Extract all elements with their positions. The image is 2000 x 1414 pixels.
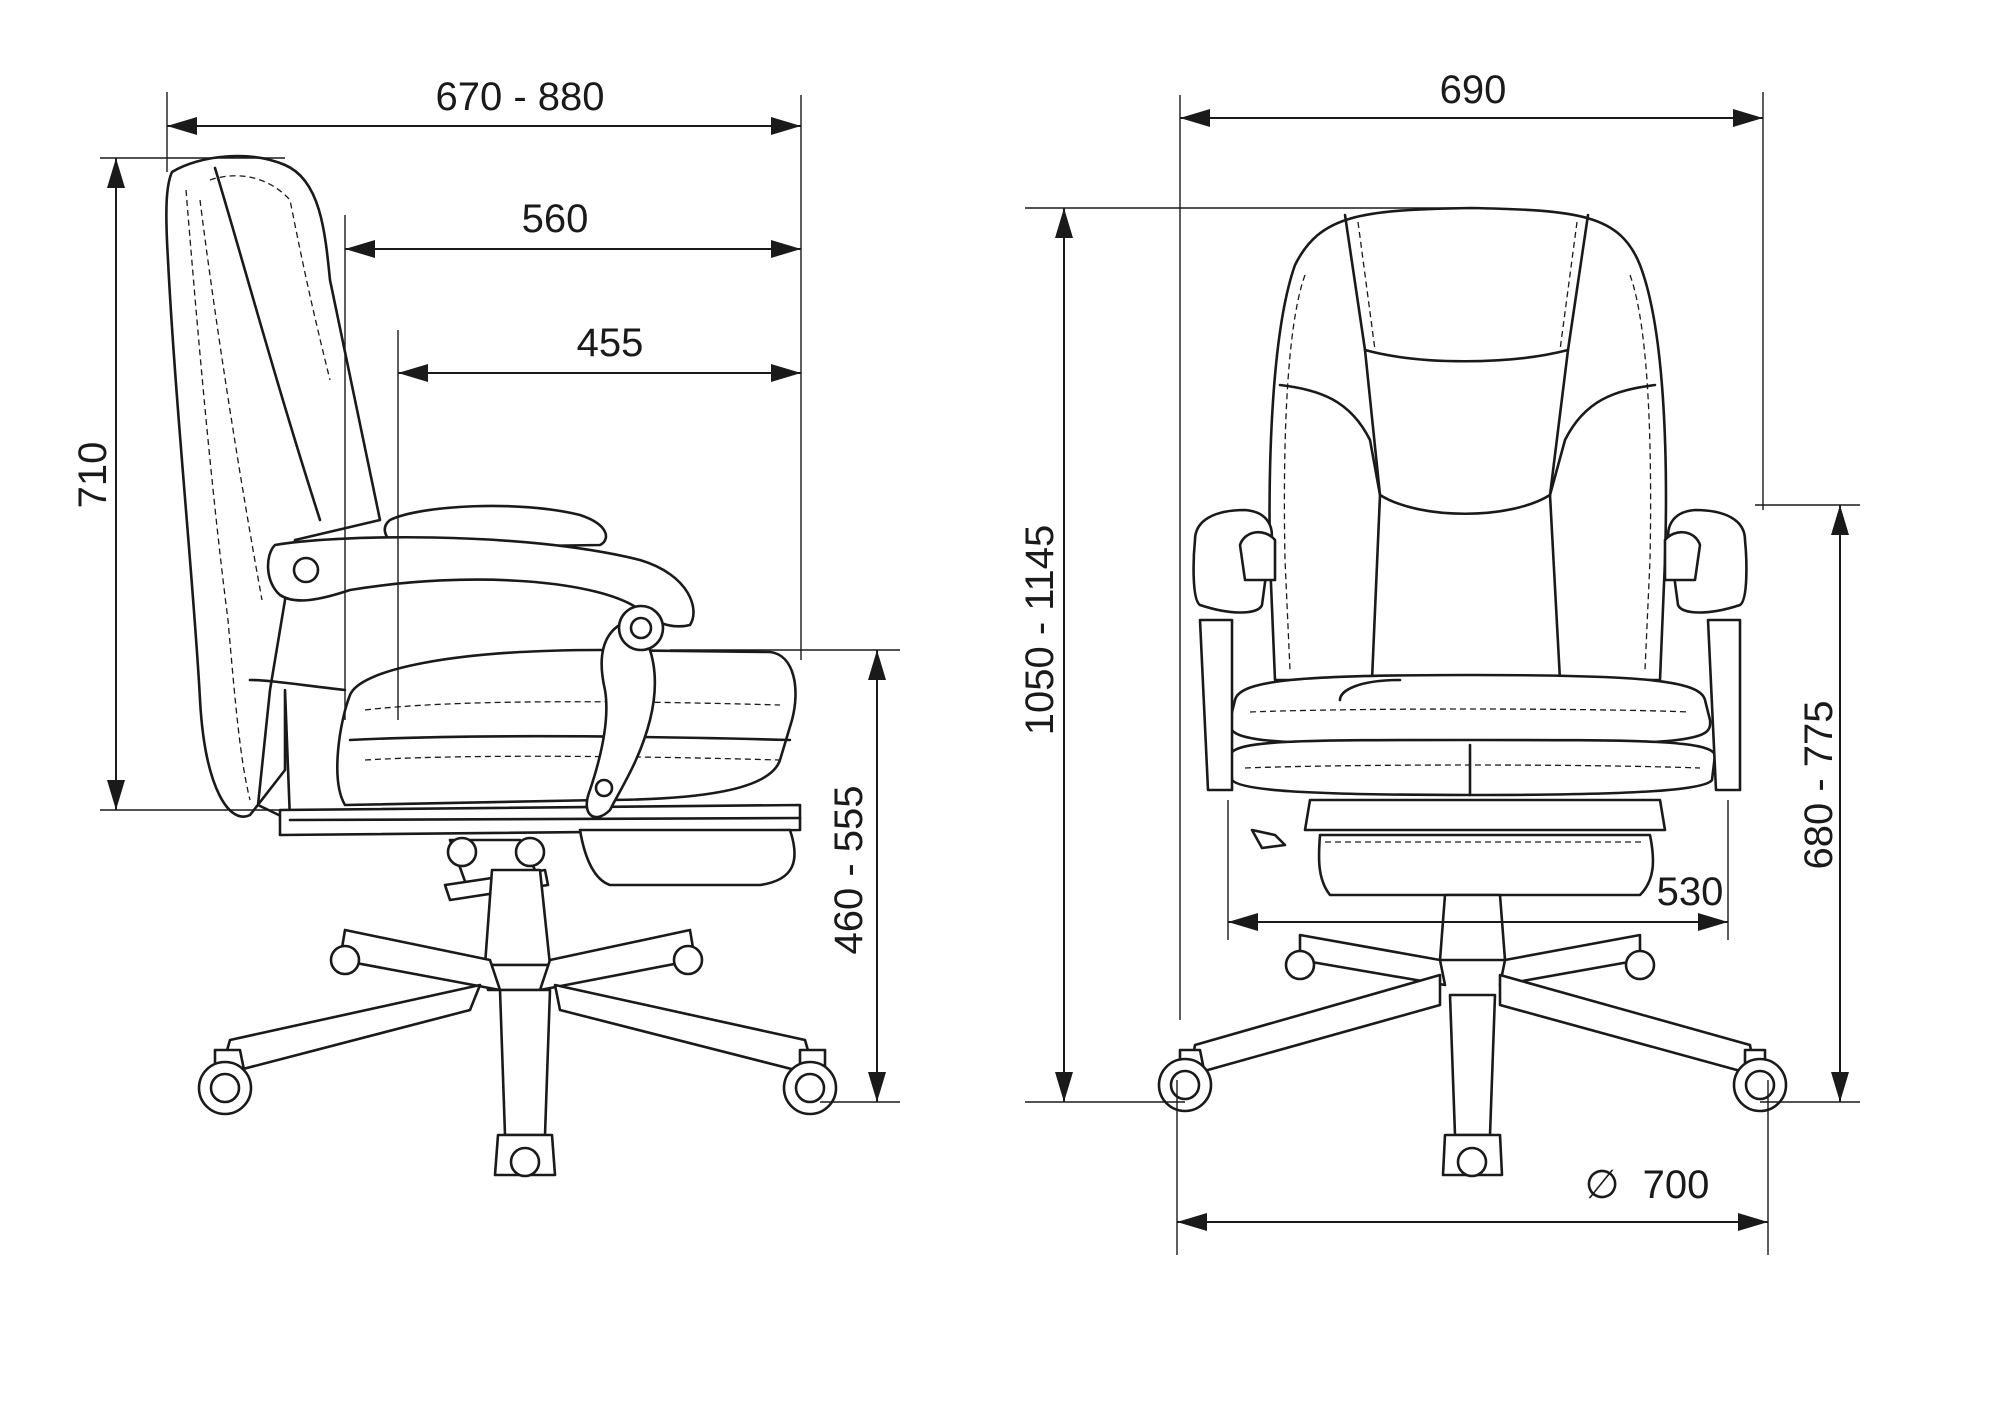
front-seat-width-label: 530 bbox=[1657, 870, 1724, 914]
side-backrest-height-dim-arrow-start bbox=[107, 158, 125, 188]
side-seat-height-label: 460 - 555 bbox=[827, 785, 871, 954]
side-backrest-height-label: 710 bbox=[71, 442, 115, 509]
side-seat-height-dim-arrow-start bbox=[868, 650, 886, 680]
side-backrest-height-dim-arrow-end bbox=[107, 780, 125, 810]
front-width-dim-arrow-end bbox=[1733, 109, 1763, 127]
front-armrest-height-dim-arrow-end bbox=[1831, 1072, 1849, 1102]
front-armrest-height-label: 680 - 775 bbox=[1797, 700, 1841, 869]
front-width-label: 690 bbox=[1440, 68, 1507, 112]
side-seat-depth-dim-arrow-end bbox=[771, 364, 801, 382]
front-width-dim-arrow-start bbox=[1180, 109, 1210, 127]
front-total-height-dim-arrow-end bbox=[1055, 1072, 1073, 1102]
side-total-depth-dim-arrow-end bbox=[771, 117, 801, 135]
dimension-lines bbox=[100, 92, 1860, 1255]
front-seat-width-dim-arrow-end bbox=[1698, 913, 1728, 931]
front-base-diameter-label: 700 bbox=[1643, 1163, 1710, 1207]
side-mid-depth-label: 560 bbox=[522, 197, 589, 241]
side-seat-depth-label: 455 bbox=[577, 321, 644, 365]
front-seat-width-dim-arrow-start bbox=[1228, 913, 1258, 931]
side-view-chair bbox=[165, 154, 838, 1178]
diameter-symbol: ∅ bbox=[1585, 1163, 1620, 1207]
side-mid-depth-dim-arrow-start bbox=[345, 240, 375, 258]
front-total-height-dim-arrow-start bbox=[1055, 208, 1073, 238]
side-mid-depth-dim-arrow-end bbox=[771, 240, 801, 258]
front-base-diameter-dim-arrow-end bbox=[1738, 1213, 1768, 1231]
side-total-depth-label: 670 - 880 bbox=[435, 75, 604, 119]
front-base-diameter-dim-arrow-start bbox=[1177, 1213, 1207, 1231]
side-seat-depth-dim-arrow-start bbox=[398, 364, 428, 382]
front-view-chair bbox=[1157, 206, 1788, 1178]
front-armrest-height-dim-arrow-start bbox=[1831, 505, 1849, 535]
front-total-height-label: 1050 - 1145 bbox=[1018, 525, 1062, 736]
side-seat-height-dim-arrow-end bbox=[868, 1072, 886, 1102]
side-total-depth-dim-arrow-start bbox=[167, 117, 197, 135]
